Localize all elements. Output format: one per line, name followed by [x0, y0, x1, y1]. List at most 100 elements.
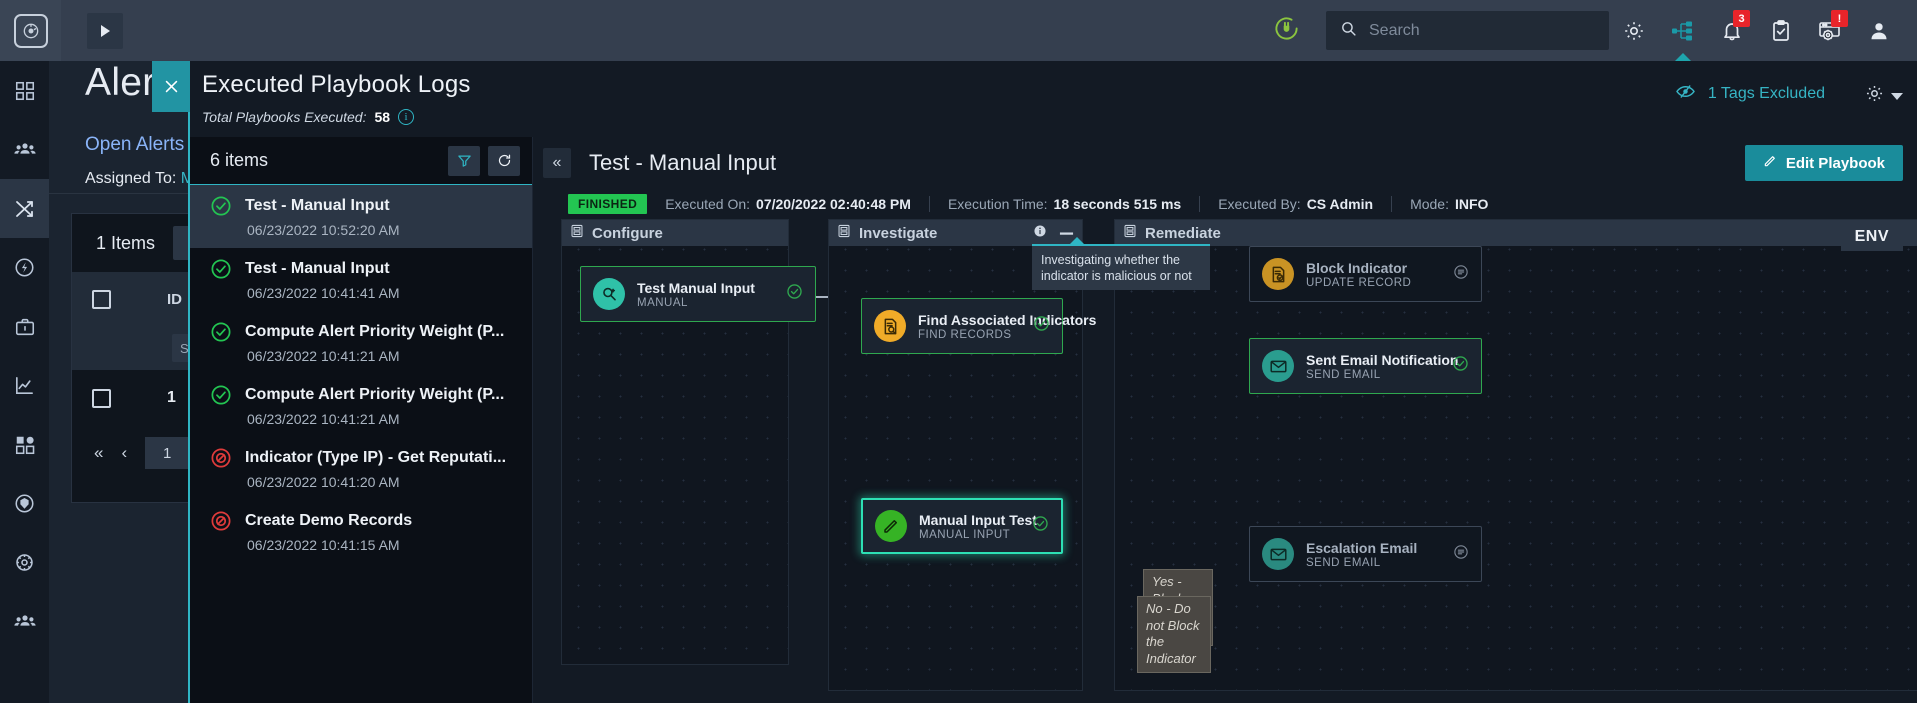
list-item-date: 06/23/2022 10:52:20 AM [247, 222, 400, 238]
node-test-manual-input[interactable]: Test Manual Input MANUAL [580, 266, 816, 322]
env-chip[interactable]: ENV [1840, 223, 1903, 251]
sidebar-item-widgets[interactable] [0, 415, 49, 474]
sidebar-item-shuffle[interactable] [0, 179, 49, 238]
people-icon [13, 142, 36, 154]
bell-icon[interactable]: 3 [1707, 0, 1756, 61]
meta-executed-by-value: CS Admin [1306, 196, 1374, 212]
playbook-log-list: Test - Manual Input 06/23/2022 10:52:20 A… [190, 185, 532, 563]
node-name: Test Manual Input [637, 279, 755, 296]
node-status-check-icon [1032, 515, 1049, 537]
plug-connected-icon[interactable] [1273, 15, 1300, 47]
lane-configure: Configure Test Manual Input [561, 219, 816, 665]
chevron-down-icon [1891, 92, 1903, 100]
node-test-manual-input-text: Test Manual Input MANUAL [637, 280, 755, 309]
sidebar-item-teams[interactable] [0, 592, 49, 651]
list-item[interactable]: Indicator (Type IP) - Get Reputati... 06/… [190, 437, 532, 500]
sidebar-item-automation[interactable] [0, 238, 49, 297]
node-name: Block Indicator [1306, 259, 1408, 276]
lane-remediate: Remediate [1114, 219, 1917, 691]
sidebar-item-cases[interactable] [0, 297, 49, 356]
status-failed-icon [210, 447, 232, 469]
list-item-name: Indicator (Type IP) - Get Reputati... [245, 449, 507, 466]
node-status-check-icon [786, 283, 803, 305]
manual-trigger-icon [593, 278, 625, 310]
node-escalation-email[interactable]: Escalation Email SEND EMAIL [1249, 526, 1482, 582]
node-find-associated-indicators[interactable]: Find Associated Indicators FIND RECORDS [861, 298, 1096, 354]
pager-first-button[interactable]: « [94, 443, 104, 462]
row-checkbox[interactable] [92, 388, 111, 408]
list-item-date: 06/23/2022 10:41:21 AM [247, 411, 400, 427]
list-item[interactable]: Compute Alert Priority Weight (P...06/23… [190, 311, 532, 374]
sidebar-item-reports[interactable] [0, 356, 49, 415]
node-escalation-email-text: Escalation Email SEND EMAIL [1306, 540, 1417, 569]
settings-cog-icon [16, 554, 33, 571]
table-row[interactable]: 1 [72, 370, 510, 426]
lane-investigate-tools [1033, 224, 1074, 243]
node-sent-email-notification[interactable]: Sent Email Notification SEND EMAIL [1249, 338, 1482, 394]
sidebar-item-dashboard[interactable] [0, 61, 49, 120]
tags-excluded-indicator[interactable]: 1 Tags Excluded [1675, 83, 1825, 105]
meta-mode-value: INFO [1454, 196, 1489, 212]
tooltip-arrow-icon [1070, 237, 1084, 244]
clipboard-check-icon[interactable] [1756, 0, 1805, 61]
open-alerts-label[interactable]: Open Alerts [85, 134, 185, 155]
meta-mode: Mode: INFO [1391, 196, 1506, 212]
expand-panel-icon[interactable] [87, 12, 123, 49]
left-navigation-rail [0, 61, 49, 703]
status-success-icon [210, 258, 232, 280]
pager-prev-button[interactable]: ‹ [121, 443, 128, 462]
sidebar-item-settings[interactable] [0, 533, 49, 592]
user-avatar-icon[interactable] [1854, 0, 1903, 61]
list-item-date: 06/23/2022 10:41:15 AM [247, 537, 400, 553]
node-manual-input-test[interactable]: Manual Input Test MANUAL INPUT [861, 498, 1063, 554]
list-item-date: 06/23/2022 10:41:20 AM [247, 474, 400, 490]
dashboard-icon [15, 81, 34, 100]
collapse-left-icon[interactable]: « [543, 148, 571, 178]
app-logo[interactable] [0, 0, 61, 61]
list-item-name: Test - Manual Input [245, 197, 390, 214]
node-name: Sent Email Notification [1306, 351, 1459, 368]
meta-executed-by: Executed By: CS Admin [1199, 196, 1391, 212]
sidebar-item-threat-intel[interactable] [0, 474, 49, 533]
lane-configure-header: Configure [562, 220, 788, 246]
node-block-indicator-text: Block Indicator UPDATE RECORD [1306, 260, 1411, 289]
info-icon[interactable]: i [398, 109, 415, 125]
close-icon[interactable] [152, 61, 190, 112]
list-item[interactable]: Compute Alert Priority Weight (P... 06/23… [190, 374, 532, 437]
list-item[interactable]: Test - Manual Input 06/23/2022 10:52:20 A… [190, 185, 532, 248]
info-icon[interactable] [1033, 224, 1047, 243]
lane-icon [837, 224, 851, 243]
meta-executed-by-label: Executed By: [1218, 196, 1301, 212]
minimize-icon[interactable] [1059, 224, 1074, 242]
filter-icon[interactable] [448, 145, 480, 176]
meta-execution-time-label: Execution Time: [947, 196, 1048, 212]
sitemap-icon[interactable] [1658, 0, 1707, 62]
system-settings-icon[interactable]: ! [1805, 0, 1854, 61]
playbook-canvas[interactable]: Configure Test Manual Input [533, 219, 1917, 703]
executed-playbook-logs-modal: Executed Playbook Logs Total Playbooks E… [152, 61, 1917, 703]
total-playbooks-value: 58 [374, 109, 391, 125]
search-input-placeholder[interactable]: Search [1369, 21, 1420, 39]
list-divider [190, 184, 532, 185]
lightning-icon [15, 258, 34, 277]
sidebar-item-people[interactable] [0, 120, 49, 179]
list-item-name: Compute Alert Priority Weight (P... [245, 386, 505, 403]
edit-playbook-button[interactable]: Edit Playbook [1744, 145, 1903, 181]
reports-chart-icon [16, 377, 33, 394]
column-header-id[interactable]: ID [167, 290, 182, 308]
active-tab-caret [1673, 53, 1692, 62]
gear-icon[interactable] [1609, 0, 1658, 61]
globe-shield-icon [15, 494, 34, 513]
global-search[interactable]: Search [1326, 11, 1609, 50]
modal-settings-dropdown[interactable] [1864, 83, 1903, 109]
node-name: Manual Input Test [919, 511, 1037, 528]
pager-current-page[interactable]: 1 [145, 437, 190, 469]
node-block-indicator[interactable]: Block Indicator UPDATE RECORD [1249, 246, 1482, 302]
status-success-icon [210, 321, 232, 343]
refresh-icon[interactable] [488, 145, 520, 176]
pencil-icon [1763, 154, 1777, 172]
select-all-checkbox[interactable] [92, 289, 111, 309]
